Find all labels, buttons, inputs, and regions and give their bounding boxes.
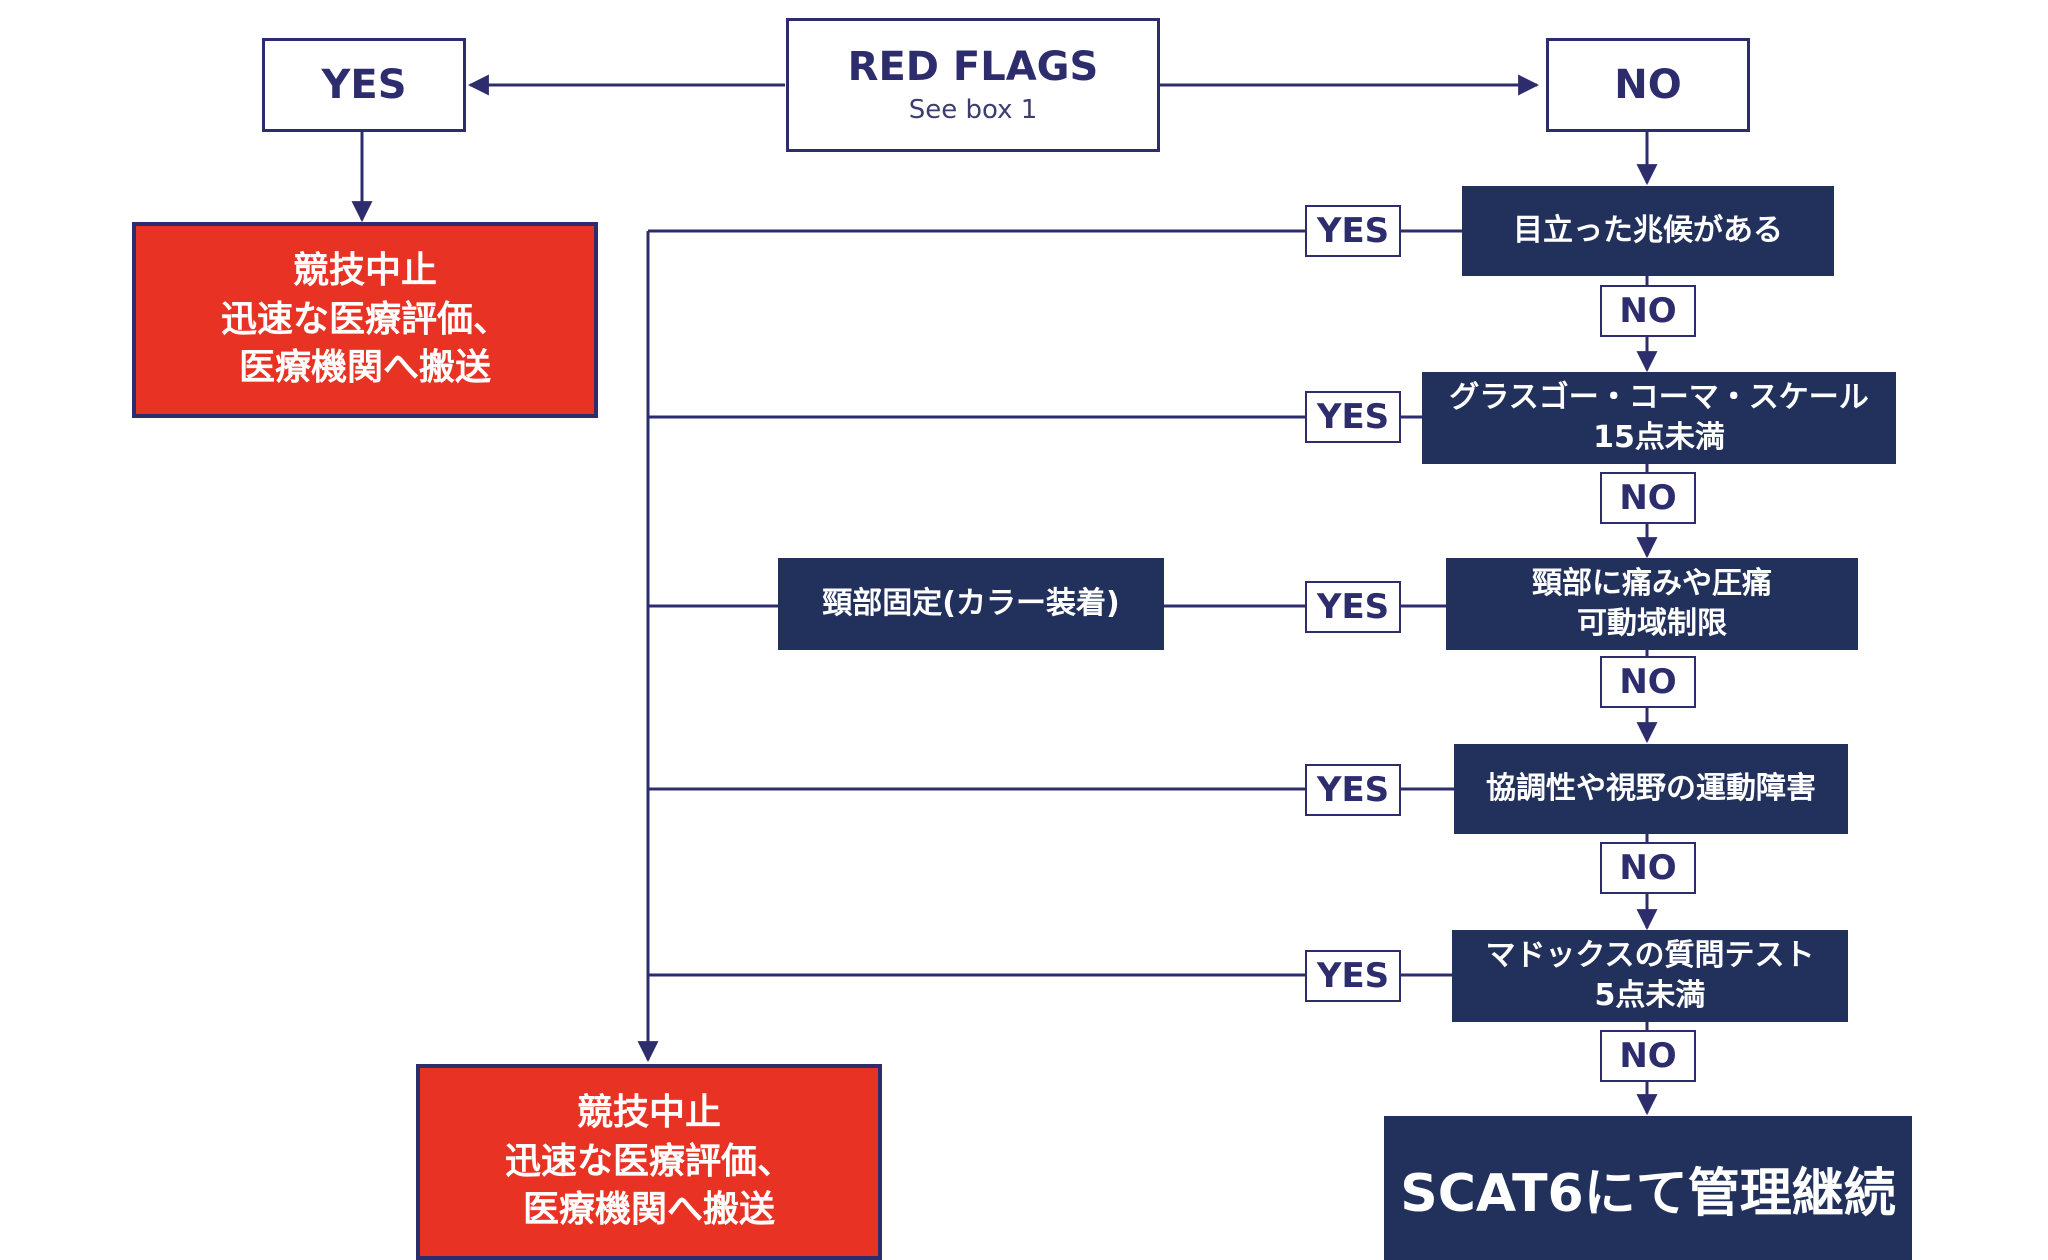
no-tag-2: NO: [1600, 472, 1696, 524]
yes-tag-3: YES: [1305, 581, 1401, 633]
no-tag-2-label: NO: [1619, 478, 1677, 518]
yes-tag-2: YES: [1305, 391, 1401, 443]
question-gcs: グラスゴー・コーマ・スケール 15点未満: [1422, 372, 1896, 464]
final-scat6-text: SCAT6にて管理継続: [1400, 1163, 1896, 1224]
question-coordination: 協調性や視野の運動障害: [1454, 744, 1848, 834]
yes-tag-1-label: YES: [1316, 211, 1390, 251]
final-scat6-box: SCAT6にて管理継続: [1384, 1116, 1912, 1260]
no-tag-3-label: NO: [1619, 662, 1677, 702]
no-tag-5: NO: [1600, 1030, 1696, 1082]
yes-tag-5: YES: [1305, 950, 1401, 1002]
top-no-box: NO: [1546, 38, 1750, 132]
yes-tag-1: YES: [1305, 205, 1401, 257]
red-flags-subtitle: See box 1: [908, 95, 1038, 125]
red-flags-title: RED FLAGS: [847, 44, 1099, 90]
question-visible-signs: 目立った兆候がある: [1462, 186, 1834, 276]
question-maddocks-text: マドックスの質問テスト 5点未満: [1485, 937, 1815, 1014]
no-tag-3: NO: [1600, 656, 1696, 708]
neck-collar-text: 頸部固定(カラー装着): [822, 585, 1120, 621]
no-tag-5-label: NO: [1619, 1036, 1677, 1076]
question-coordination-text: 協調性や視野の運動障害: [1486, 770, 1816, 806]
question-gcs-text: グラスゴー・コーマ・スケール 15点未満: [1449, 379, 1869, 456]
stop-box-top-text: 競技中止 迅速な医療評価、 医療機関へ搬送: [220, 250, 509, 389]
yes-tag-4: YES: [1305, 764, 1401, 816]
no-tag-1: NO: [1600, 285, 1696, 337]
top-yes-label: YES: [321, 62, 407, 108]
yes-tag-2-label: YES: [1316, 397, 1390, 437]
stop-box-top: 競技中止 迅速な医療評価、 医療機関へ搬送: [132, 222, 598, 418]
no-tag-4: NO: [1600, 842, 1696, 894]
yes-tag-3-label: YES: [1316, 587, 1390, 627]
no-tag-1-label: NO: [1619, 291, 1677, 331]
top-no-label: NO: [1614, 62, 1682, 108]
top-yes-box: YES: [262, 38, 466, 132]
question-neck-pain: 頸部に痛みや圧痛 可動域制限: [1446, 558, 1858, 650]
neck-collar-box: 頸部固定(カラー装着): [778, 558, 1164, 650]
stop-box-bottom: 競技中止 迅速な医療評価、 医療機関へ搬送: [416, 1064, 882, 1260]
question-neck-pain-text: 頸部に痛みや圧痛 可動域制限: [1532, 565, 1772, 642]
red-flags-box: RED FLAGS See box 1: [786, 18, 1160, 152]
no-tag-4-label: NO: [1619, 848, 1677, 888]
yes-tag-5-label: YES: [1316, 956, 1390, 996]
stop-box-bottom-text: 競技中止 迅速な医療評価、 医療機関へ搬送: [504, 1092, 793, 1231]
question-maddocks: マドックスの質問テスト 5点未満: [1452, 930, 1848, 1022]
question-visible-signs-text: 目立った兆候がある: [1513, 212, 1783, 248]
yes-tag-4-label: YES: [1316, 770, 1390, 810]
